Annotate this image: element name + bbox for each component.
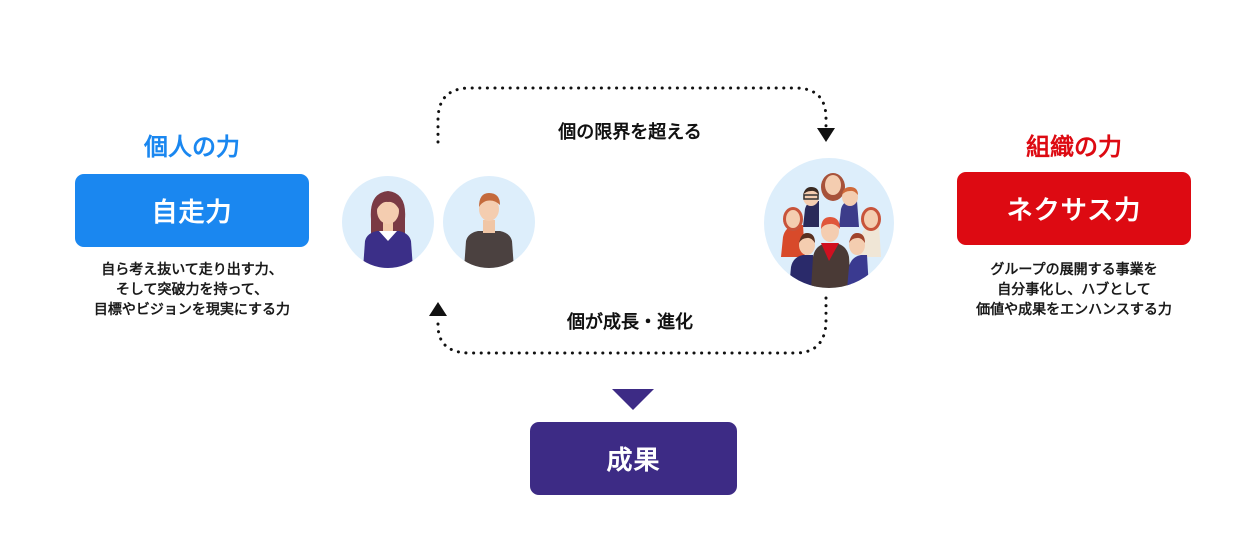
avatar-group-icon: [764, 158, 894, 288]
organization-desc-line: 自分事化し、ハブとして: [997, 282, 1151, 298]
organization-desc-line: グループの展開する事業を: [990, 262, 1158, 278]
result-arrow-icon: [612, 389, 654, 410]
self-drive-pill: 自走力: [75, 174, 309, 247]
avatar-man-icon: [443, 176, 535, 268]
individual-heading: 個人の力: [144, 133, 240, 161]
nexus-pill: ネクサス力: [957, 172, 1191, 245]
bottom-dotted-path: [436, 296, 828, 355]
individual-desc-line: 目標やビジョンを現実にする力: [93, 302, 291, 318]
top-dotted-path: [436, 86, 828, 144]
individual-desc-line: そして突破力を持って、: [115, 282, 269, 298]
avatar-woman-icon: [342, 176, 434, 268]
flow-bottom-label: 個が成長・進化: [567, 312, 693, 333]
organization-heading: 組織の力: [1026, 133, 1122, 161]
arrowhead-up: [429, 302, 447, 316]
organization-desc-line: 価値や成果をエンハンスする力: [976, 302, 1172, 318]
result-box: 成果: [530, 422, 737, 495]
flow-top-label: 個の限界を超える: [558, 122, 702, 143]
arrowhead-down: [817, 128, 835, 142]
individual-desc-line: 自ら考え抜いて走り出す力、: [101, 262, 283, 278]
individual-description: 自ら考え抜いて走り出す力、 そして突破力を持って、 目標やビジョンを現実にする力: [50, 260, 334, 320]
organization-description: グループの展開する事業を 自分事化し、ハブとして 価値や成果をエンハンスする力: [924, 260, 1224, 320]
